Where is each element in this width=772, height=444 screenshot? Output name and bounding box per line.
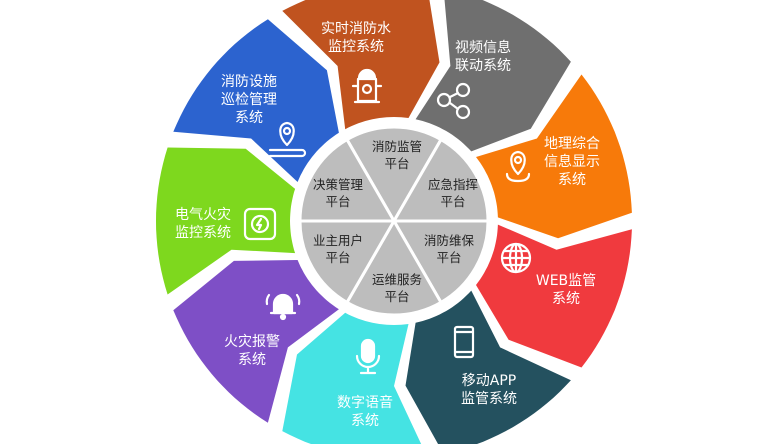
segment-fire-alarm[interactable]: 火灾报警系统 [224,333,280,369]
segment-label: 数字语音 [337,395,393,411]
platform-slice[interactable] [298,219,397,305]
outer-segment-shape[interactable] [173,19,339,183]
platform-label: 平台 [384,289,410,304]
platform-label: 应急指挥 [427,177,479,192]
segment-label: 系统 [351,413,379,429]
segment-label: 监控系统 [175,225,231,241]
platform-slice[interactable] [298,137,397,223]
segment-label: 火灾报警 [224,334,280,350]
segment-label: 视频信息 [455,40,511,56]
platform-label: 平台 [325,194,351,209]
segment-label: 移动APP [461,373,517,389]
platform-slice[interactable] [391,137,490,223]
outer-segment-shape[interactable] [282,0,440,130]
platform-label: 平台 [436,250,462,265]
segment-electrical-fire[interactable]: 电气火灾监控系统 [175,206,231,242]
segment-digital-voice[interactable]: 数字语音系统 [337,394,393,430]
outer-segment-shape[interactable] [415,0,571,152]
platform-decision-management[interactable]: 决策管理平台 [313,176,363,210]
segment-label: 监控系统 [328,39,384,55]
platform-fire-supervision[interactable]: 消防监管平台 [372,138,422,172]
segment-label: 监管系统 [461,391,517,407]
platform-owner-user[interactable]: 业主用户平台 [313,232,363,266]
segment-label: WEB监管 [535,273,597,289]
platform-label: 平台 [440,194,466,209]
segment-mobile-app[interactable]: 移动APP 监管系统 [461,372,517,408]
platform-slice[interactable] [344,218,444,317]
segment-label: 系统 [558,172,586,188]
platform-label: 业主用户 [312,233,364,248]
segment-video-linkage[interactable]: 视频信息联动系统 [455,39,511,75]
segment-label: 实时消防水 [321,21,391,37]
platform-emergency-command[interactable]: 应急指挥平台 [428,176,478,210]
platform-ops-service[interactable]: 运维服务平台 [372,271,422,305]
outer-segment-shape[interactable] [156,147,296,295]
fire-hydrant-icon [351,68,383,104]
outer-segment-shape[interactable] [405,290,571,444]
platform-fire-maintenance[interactable]: 消防维保平台 [424,232,474,266]
power-bolt-icon [243,207,277,241]
segment-label: 系统 [235,110,263,126]
map-pin-icon [505,150,531,183]
platform-label: 决策管理 [312,177,364,192]
platform-slice[interactable] [344,125,444,224]
segment-realtime-water-monitoring[interactable]: 实时消防水监控系统 [321,20,391,56]
route-location-icon [268,121,307,158]
outer-segment-shape[interactable] [173,260,339,423]
platform-label: 平台 [384,156,410,171]
segment-label: 系统 [551,291,580,307]
segment-label: 地理综合 [544,136,600,152]
segment-facility-inspection[interactable]: 消防设施巡检管理系统 [221,73,277,127]
segment-web-supervision[interactable]: WEB监管系统 [536,272,596,308]
segment-label: 联动系统 [455,58,511,74]
globe-icon [500,242,532,274]
platform-label: 消防维保 [423,233,475,248]
platform-label: 平台 [325,250,351,265]
segment-label: 消防设施 [221,74,277,90]
segment-label: 电气火灾 [175,207,231,223]
microphone-icon [355,338,381,375]
segment-label: 系统 [238,352,266,368]
platform-label: 消防监管 [371,139,423,154]
platform-slice[interactable] [391,219,490,305]
segment-label: 信息显示 [544,154,600,170]
segment-label: 巡检管理 [221,92,277,108]
outer-segment-shape[interactable] [282,312,427,444]
alarm-bell-icon [265,293,301,321]
outer-segment-shape[interactable] [476,74,632,239]
segment-geo-info-display[interactable]: 地理综合信息显示系统 [544,135,600,189]
mobile-phone-icon [453,325,475,359]
platform-label: 运维服务 [371,272,423,287]
share-nodes-icon [436,82,471,120]
